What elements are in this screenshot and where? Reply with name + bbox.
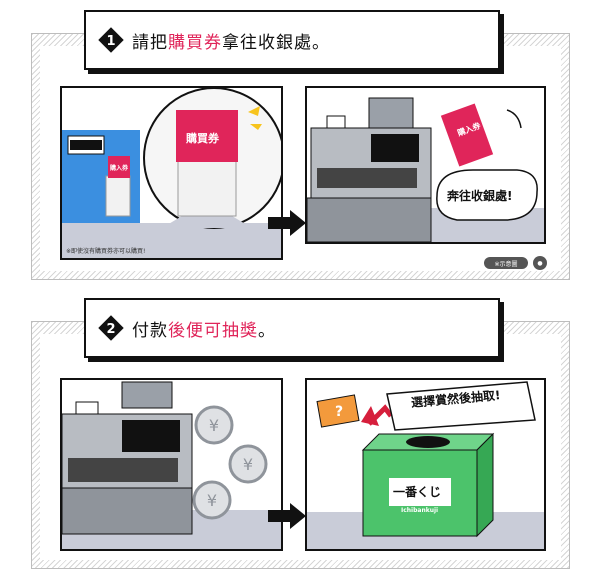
step-2-text: 付款後便可抽獎。 (132, 320, 276, 341)
svg-text:¥: ¥ (243, 455, 253, 474)
illustration-badge[interactable]: ※示意圖 (484, 257, 528, 269)
step-1-panel-left: 購入券 購買券 ※即使沒有購買券亦可以購買! (60, 86, 283, 260)
box-logo: 一番くじ (393, 485, 442, 499)
step-2-panel-right: ? 選擇賞然後抽取! 一番くじ Ichibankuji (305, 378, 546, 551)
no-ticket-disclaimer: ※即使沒有購買券亦可以購買! (66, 248, 146, 255)
step-2-header: 2 付款後便可抽獎。 (84, 298, 500, 358)
svg-text:1: 1 (106, 34, 115, 49)
lottery-box-illustration (307, 380, 544, 549)
speech-go-to-cashier: 奔往收銀處! (447, 189, 513, 203)
svg-text:¥: ¥ (209, 416, 219, 435)
payment-illustration: ¥ ¥ ¥ (62, 380, 281, 549)
svg-text:2: 2 (106, 322, 115, 337)
step-1-header: 1 請把購買券拿往收銀處。 (84, 10, 500, 70)
question-mark: ? (335, 404, 344, 420)
cash-register-icon (307, 88, 544, 242)
ticket-big-label: 購買券 (186, 132, 219, 145)
step-2-panel-left: ¥ ¥ ¥ (60, 378, 283, 551)
box-sub-logo: Ichibankuji (401, 507, 439, 514)
svg-text:¥: ¥ (207, 491, 217, 510)
step-1-icon: 1 (98, 27, 124, 53)
step-2-icon: 2 (98, 315, 124, 341)
shop-shelf-illustration (62, 88, 281, 258)
step-1-panel-right: 購入券 奔往收銀處! (305, 86, 546, 244)
badge-circle-icon[interactable]: ● (533, 256, 547, 270)
arrow-right-icon (268, 210, 306, 236)
step-1-text: 請把購買券拿往收銀處。 (132, 32, 330, 53)
yen-coin-icon: ¥ ¥ ¥ (192, 405, 268, 520)
ticket-small-label: 購入券 (110, 165, 129, 172)
arrow-right-icon (268, 503, 306, 529)
